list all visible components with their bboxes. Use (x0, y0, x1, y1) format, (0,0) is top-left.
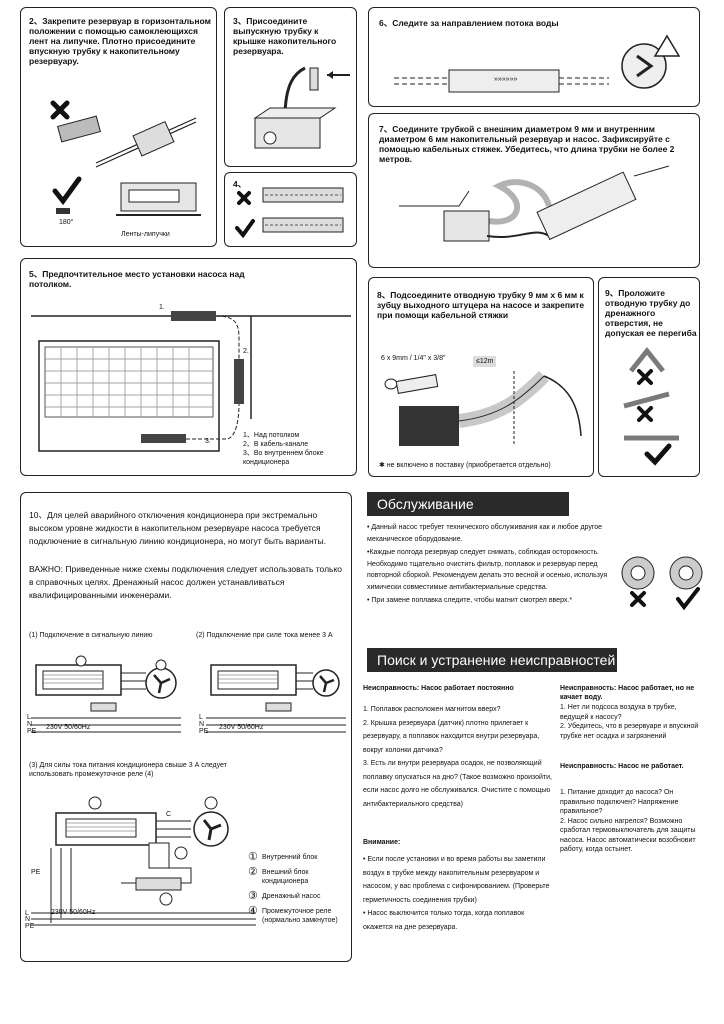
wiring-diagram-small (31, 655, 346, 733)
voltage-label-1: 230V 50/60Hz (46, 724, 91, 731)
wire-l-2: L (199, 714, 203, 721)
diagram3-title: (3) Для силы тока питания кондиционера с… (29, 762, 227, 778)
legend-num: ② (248, 866, 258, 878)
step10-text: 10、Для целей аварийного отключения конди… (29, 510, 327, 546)
cross-icon (637, 406, 653, 422)
step4-text: 4、 (233, 179, 247, 189)
step5-legend: 1、Над потолком 2、В кабель-канале 3、Во вн… (243, 432, 324, 466)
legend-num: ③ (248, 890, 258, 902)
step5-diagram (31, 311, 351, 452)
legend-label: Дренажный насос (262, 893, 321, 900)
wire-pe-3b: PE (25, 923, 35, 930)
wire-pe-3: PE (31, 869, 41, 876)
cross-icon (630, 591, 646, 607)
troubleshooting-title: Поиск и устранение неисправностей (367, 648, 617, 672)
step3-text: 3、Присоедините выпускную трубку к крышке… (233, 16, 337, 56)
step5-mark1: 1. (159, 304, 165, 311)
wire-n-3: N (25, 916, 31, 923)
step8-pipe-label: 6 x 9mm / 1/4" x 3/8" (381, 355, 446, 362)
voltage-label-3: 230V 50/60Hz (51, 909, 96, 916)
step6-text: 6、Следите за направлением потока воды (379, 18, 559, 28)
indoor-unit-1 (35, 664, 122, 696)
check-icon (52, 176, 82, 206)
cross-icon (637, 369, 653, 385)
step2-illustration (50, 100, 201, 216)
step8-diagram (384, 371, 582, 446)
wire-pe-2: PE (199, 728, 209, 735)
wire-n-1: N (27, 721, 33, 728)
step2-angle-label: 180° (59, 219, 74, 226)
troubleshooting-attention-text: • Если после установки и во время работы… (363, 856, 550, 931)
step4-illustration (235, 187, 344, 239)
float-illustration (621, 556, 703, 611)
troubleshooting-col2-heading2: Неисправность: Насос не работает. (560, 763, 684, 770)
warning-icon (653, 34, 681, 57)
step9-panel: 9、Проложите отводную трубку до дренажног… (598, 277, 700, 477)
step5-mark2: 2. (243, 348, 249, 355)
diagram2-title: (2) Подключение при силе тока менее 3 А (196, 632, 333, 639)
wire-c-3: C (166, 811, 172, 818)
step9-text: 9、Проложите отводную трубку до дренажног… (605, 288, 697, 338)
wiring-diagram-relay (31, 796, 256, 926)
step4-panel: 4、 (224, 172, 357, 247)
voltage-label-2: 230V 50/60Hz (219, 724, 264, 731)
step8-note: ✱ не включено в поставку (приобретается … (379, 462, 551, 469)
step6-panel: 6、Следите за направлением потока воды »»… (368, 7, 700, 107)
step3-illustration (253, 66, 350, 149)
legend-label: Промежуточное реле (нормально замкнутое) (262, 908, 338, 924)
troubleshooting-col2-items1: 1. Нет ли подсоса воздуха в трубке, веду… (560, 704, 699, 740)
troubleshooting-attention-heading: Внимание: (363, 839, 401, 846)
step6-arrows: »»»»»» (494, 76, 518, 83)
troubleshooting-col2-items2: 1. Питание доходит до насоса? Он правиль… (560, 789, 696, 853)
maintenance-paragraph: •Каждые полгода резервуар следует снимат… (367, 549, 608, 591)
step9-diagram (623, 346, 679, 466)
indoor-unit-2 (210, 664, 297, 696)
step5-panel: 5、Предпочтительное место установки насос… (20, 258, 357, 476)
troubleshooting-col1-heading: Неисправность: Насос работает постоянно (363, 685, 514, 692)
check-icon (676, 587, 700, 611)
step3-panel: 3、Присоедините выпускную трубку к крышке… (224, 7, 357, 167)
maintenance-title: Обслуживание (367, 492, 569, 516)
step2-tape-label: Ленты-липучки (121, 231, 170, 238)
step8-panel: 8、Подсоедините отводную трубку 9 мм х 6 … (368, 277, 594, 477)
check-icon (644, 443, 672, 466)
legend-item: ① Внутренний блок (248, 851, 348, 863)
step2-panel: 2、Закрепите резервуар в горизонтальном п… (20, 7, 217, 247)
troubleshooting-col1-items: 1. Поплавок расположен магнитом вверх? 2… (363, 706, 553, 808)
maintenance-body: • Данный насос требует технического обсл… (367, 522, 617, 607)
legend-label: Внутренний блок (262, 854, 318, 861)
step8-length-label: ≤12m (473, 356, 497, 367)
maintenance-paragraph: • Данный насос требует технического обсл… (367, 524, 603, 543)
maintenance-paragraph: • При замене поплавка следите, чтобы маг… (367, 597, 573, 604)
step7-diagram (399, 165, 670, 242)
diagram1-title: (1) Подключение в сигнальную линию (29, 632, 153, 639)
step5-text: 5、Предпочтительное место установки насос… (29, 269, 245, 289)
legend-num: ① (248, 851, 258, 863)
cross-icon (237, 191, 251, 205)
legend-num: ④ (248, 905, 258, 917)
check-icon (235, 219, 255, 239)
legend-label: Внешний блок кондиционера (262, 869, 309, 885)
step6-diagram (394, 34, 681, 93)
legend-item: ④ Промежуточное реле (нормально замкнуто… (248, 905, 348, 925)
cross-icon (50, 100, 70, 120)
step10-warning: ВАЖНО: Приведенные ниже схемы подключени… (29, 564, 343, 600)
legend-item: ③ Дренажный насос (248, 890, 348, 902)
legend-item: ② Внешний блок кондиционера (248, 866, 348, 886)
wire-pe-1: PE (27, 728, 37, 735)
step10-legend: ① Внутренний блок ② Внешний блок кондици… (248, 851, 348, 925)
step7-text: 7、Соедините трубкой с внешним диаметром … (379, 124, 675, 164)
wire-n-2: N (199, 721, 205, 728)
step8-text: 8、Подсоедините отводную трубку 9 мм х 6 … (377, 290, 585, 320)
troubleshooting-col2-heading1: Неисправность: Насос работает, но не кач… (560, 685, 695, 701)
step5-mark3: 3. (205, 438, 211, 445)
step2-text: 2、Закрепите резервуар в горизонтальном п… (29, 16, 211, 66)
wire-l-1: L (27, 714, 31, 721)
step7-panel: 7、Соедините трубкой с внешним диаметром … (368, 113, 700, 268)
step10-panel: 10、Для целей аварийного отключения конди… (20, 492, 352, 962)
wire-l-3: L (25, 910, 29, 917)
